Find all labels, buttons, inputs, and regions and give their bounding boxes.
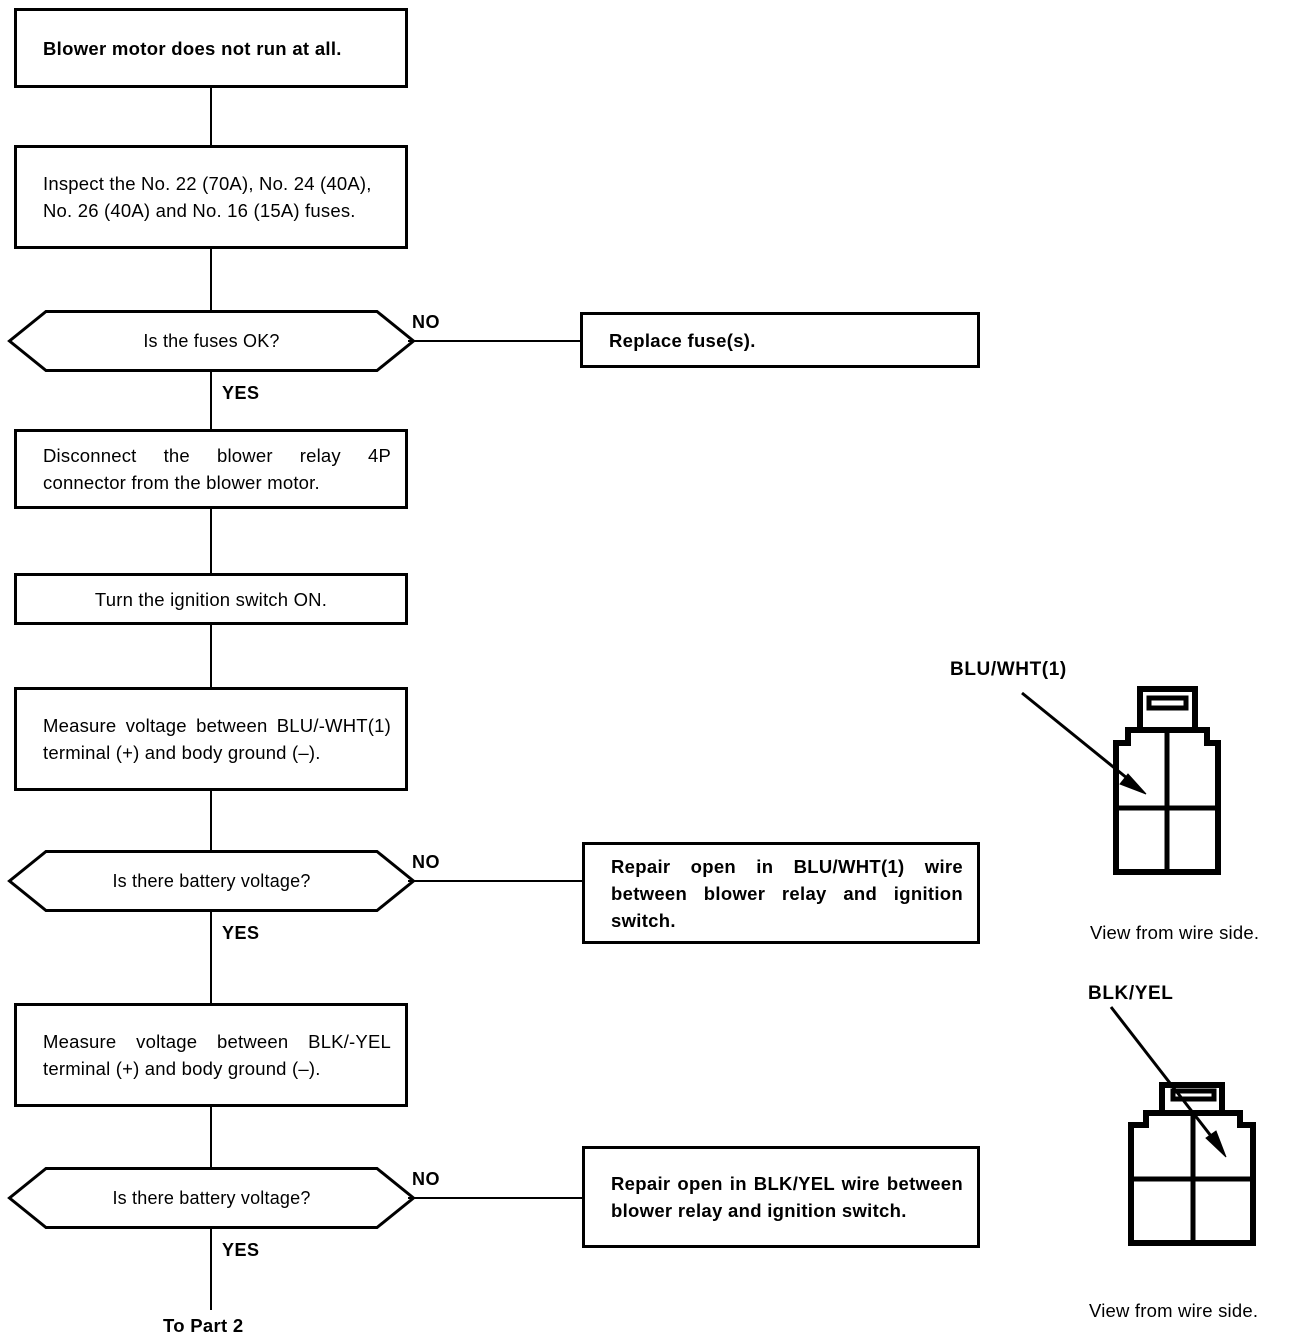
step-measure-blk-yel-label: Measure voltage between BLK/-YEL termina… — [43, 1031, 391, 1079]
branch-label-yes-3: YES — [222, 1240, 260, 1260]
step-disconnect-connector-label: Disconnect the blower relay 4P connector… — [43, 445, 391, 493]
connector-caption-blu-wht: View from wire side. — [1090, 922, 1260, 943]
branch-label-no-2: NO — [412, 852, 440, 872]
decision-battery-voltage-2-label: Is there battery voltage? — [112, 1187, 311, 1208]
flow-line-inspect-to-decision1 — [210, 249, 212, 311]
step-measure-blu-wht: Measure voltage between BLU/-WHT(1) term… — [14, 687, 408, 791]
outcome-repair-blk-yel-label: Repair open in BLK/YEL wire between blow… — [611, 1173, 963, 1221]
decision-battery-voltage-1-label: Is there battery voltage? — [112, 870, 311, 891]
step-measure-blu-wht-label: Measure voltage between BLU/-WHT(1) term… — [43, 715, 391, 763]
symptom-box-label: Blower motor does not run at all. — [43, 37, 342, 59]
outcome-replace-fuses: Replace fuse(s). — [580, 312, 980, 368]
step-measure-blk-yel: Measure voltage between BLK/-YEL termina… — [14, 1003, 408, 1107]
step-inspect-fuses-label: Inspect the No. 22 (70A), No. 24 (40A), … — [43, 173, 372, 221]
decision-battery-voltage-1: Is there battery voltage? — [7, 850, 416, 912]
branch-label-no-3: NO — [412, 1169, 440, 1189]
end-to-part-2-label: To Part 2 — [163, 1315, 244, 1336]
decision-fuses-ok: Is the fuses OK? — [7, 310, 416, 372]
decision-battery-voltage-2: Is there battery voltage? — [7, 1167, 416, 1229]
flow-line-measure1-to-decision2 — [210, 791, 212, 851]
step-disconnect-connector: Disconnect the blower relay 4P connector… — [14, 429, 408, 509]
branch-line-no-2 — [408, 880, 584, 882]
connector-pin-dividers-blk-yel — [1131, 1115, 1253, 1243]
branch-line-no-1 — [408, 340, 582, 342]
step-inspect-fuses: Inspect the No. 22 (70A), No. 24 (40A), … — [14, 145, 408, 249]
decision-fuses-ok-label: Is the fuses OK? — [143, 330, 280, 351]
leader-arrow-blu-wht — [1021, 691, 1147, 795]
connector-illustration-blu-wht: BLU/WHT(1) — [950, 659, 1280, 910]
step-ignition-on: Turn the ignition switch ON. — [14, 573, 408, 625]
branch-label-no-1: NO — [412, 312, 440, 332]
branch-label-yes-1: YES — [222, 383, 260, 403]
outcome-repair-blu-wht-label: Repair open in BLU/WHT(1) wire between b… — [611, 855, 963, 931]
connector-wire-label-blu-wht: BLU/WHT(1) — [950, 659, 1067, 680]
flow-line-disconnect-to-ignition — [210, 509, 212, 573]
flow-line-decision2-to-measure2 — [210, 911, 212, 1004]
branch-label-yes-2: YES — [222, 923, 260, 943]
flow-line-symptom-to-inspect — [210, 88, 212, 145]
branch-line-no-3 — [408, 1197, 584, 1199]
outcome-replace-fuses-label: Replace fuse(s). — [609, 329, 756, 351]
connector-illustration-blk-yel: BLK/YEL — [1050, 983, 1312, 1285]
flow-line-decision3-to-end — [210, 1228, 212, 1310]
flow-line-decision1-to-disconnect — [210, 371, 212, 431]
outcome-repair-blu-wht: Repair open in BLU/WHT(1) wire between b… — [582, 842, 980, 944]
connector-wire-label-blk-yel: BLK/YEL — [1088, 983, 1174, 1004]
step-ignition-on-label: Turn the ignition switch ON. — [94, 588, 328, 610]
connector-pin-dividers-blu-wht — [1116, 732, 1218, 872]
outcome-repair-blk-yel: Repair open in BLK/YEL wire between blow… — [582, 1146, 980, 1248]
symptom-box: Blower motor does not run at all. — [14, 8, 408, 88]
leader-arrow-blk-yel — [1109, 1006, 1227, 1158]
connector-caption-blk-yel: View from wire side. — [1089, 1300, 1259, 1321]
flow-line-ignition-to-measure1 — [210, 625, 212, 687]
flow-line-measure2-to-decision3 — [210, 1107, 212, 1168]
